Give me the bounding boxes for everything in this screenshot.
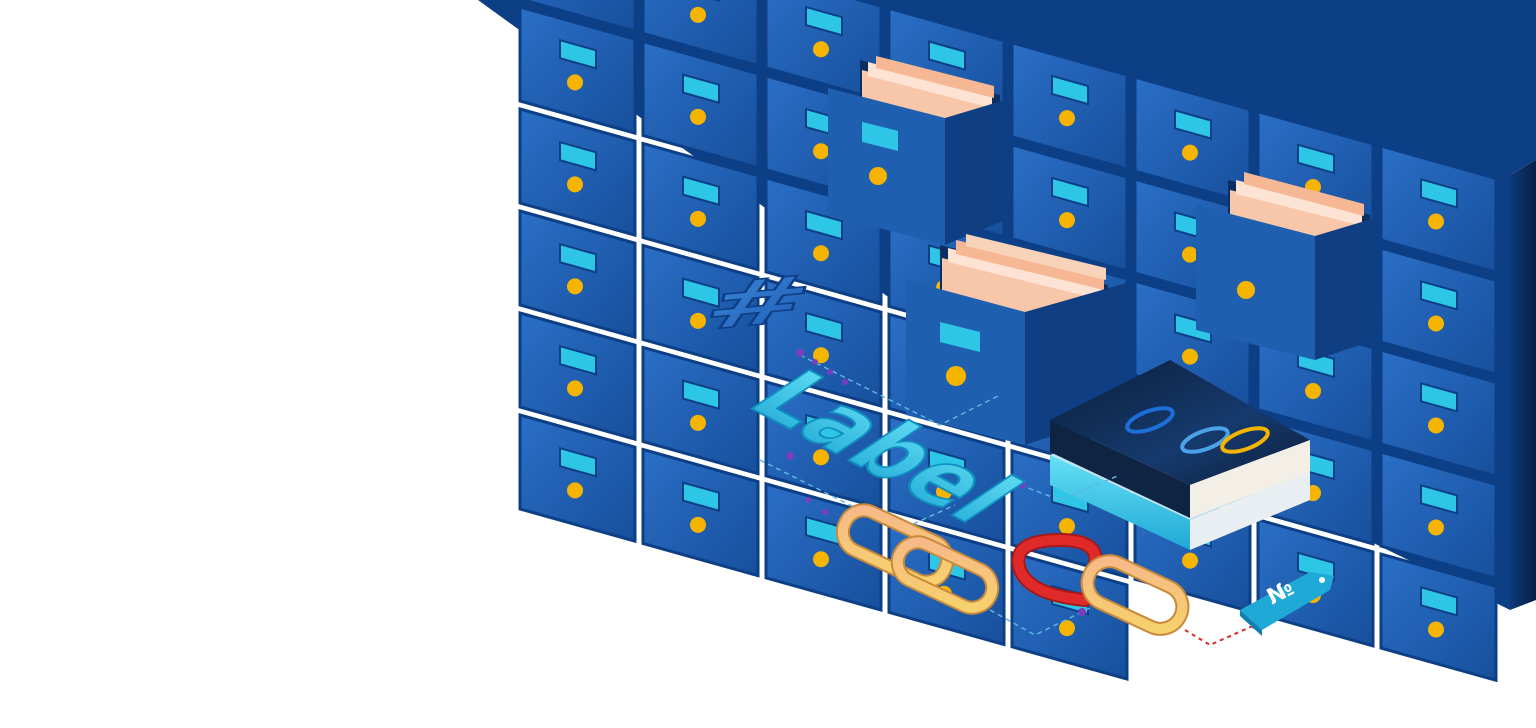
open-drawer-top — [828, 56, 1005, 245]
drawer-handle — [690, 108, 706, 125]
drawer-icon — [518, 0, 637, 34]
drawer-icon — [1379, 348, 1498, 479]
drawer-handle — [567, 380, 583, 397]
drawer-handle — [1428, 621, 1444, 638]
drawer-icon — [641, 0, 760, 68]
drawer-icon — [764, 0, 883, 103]
drawer-handle — [1059, 212, 1075, 229]
drawer-icon — [518, 5, 637, 136]
drawer-icon — [641, 447, 760, 578]
drawer-icon — [1379, 450, 1498, 581]
drawer-icon — [518, 413, 637, 544]
drawer-icon — [1379, 246, 1498, 377]
drawer-handle — [1059, 620, 1075, 637]
drawer-handle — [690, 210, 706, 227]
drawer-handle — [1428, 417, 1444, 434]
open-drawer-bottom — [906, 234, 1130, 445]
red-dashed-connector — [1184, 624, 1256, 647]
drawer-handle — [690, 6, 706, 23]
drawer-handle — [813, 143, 829, 160]
chain-link-icon — [835, 503, 1000, 615]
drawer-icon — [641, 243, 760, 374]
drawer-handle — [690, 312, 706, 329]
drawer-handle — [813, 551, 829, 568]
drawer-handle — [813, 245, 829, 262]
drawer-handle — [1428, 315, 1444, 332]
drawer-handle — [1182, 246, 1198, 263]
drawer-icon — [518, 107, 637, 238]
binder-icon — [1050, 360, 1310, 550]
drawer-handle — [1182, 348, 1198, 365]
drawer-icon — [1010, 142, 1129, 273]
drawer-icon — [1010, 40, 1129, 171]
drawer-icon — [1379, 552, 1498, 683]
drawer-handle — [567, 74, 583, 91]
drawer-handle — [813, 41, 829, 58]
drawer-handle — [1305, 383, 1321, 400]
drawer-icon — [764, 277, 883, 409]
drawer-handle — [567, 482, 583, 499]
drawer-icon — [641, 39, 760, 170]
cabinet-side-face — [1510, 160, 1536, 610]
drawer-icon — [518, 209, 637, 340]
drawer-handle — [1182, 144, 1198, 161]
drawer-handle — [813, 449, 829, 466]
drawer-handle — [1237, 281, 1255, 299]
drawer-icon — [1379, 144, 1498, 275]
drawer-handle — [567, 176, 583, 193]
svg-text:#: # — [696, 260, 820, 345]
drawer-handle — [690, 516, 706, 533]
drawer-handle — [1428, 519, 1444, 536]
drawer-handle — [1059, 518, 1075, 535]
drawer-icon — [641, 345, 760, 476]
hash-icon: # — [695, 259, 821, 346]
drawer-icon — [641, 141, 760, 272]
drawer-handle — [1059, 110, 1075, 127]
broken-chain-icon — [1011, 532, 1190, 636]
drawer-icon — [764, 379, 883, 511]
drawer-handle — [936, 483, 952, 500]
paperclip-icon — [1125, 406, 1270, 454]
drawer-handle — [813, 347, 829, 364]
drawer-handle — [567, 278, 583, 295]
drawer-handle — [1182, 552, 1198, 569]
drawer-handle — [1428, 213, 1444, 230]
drawer-handle — [690, 414, 706, 431]
open-drawer-right — [1196, 172, 1375, 360]
drawer-icon — [887, 414, 1006, 545]
drawer-handle — [946, 366, 966, 386]
drawer-icon — [518, 311, 637, 442]
drawer-handle — [869, 167, 887, 185]
